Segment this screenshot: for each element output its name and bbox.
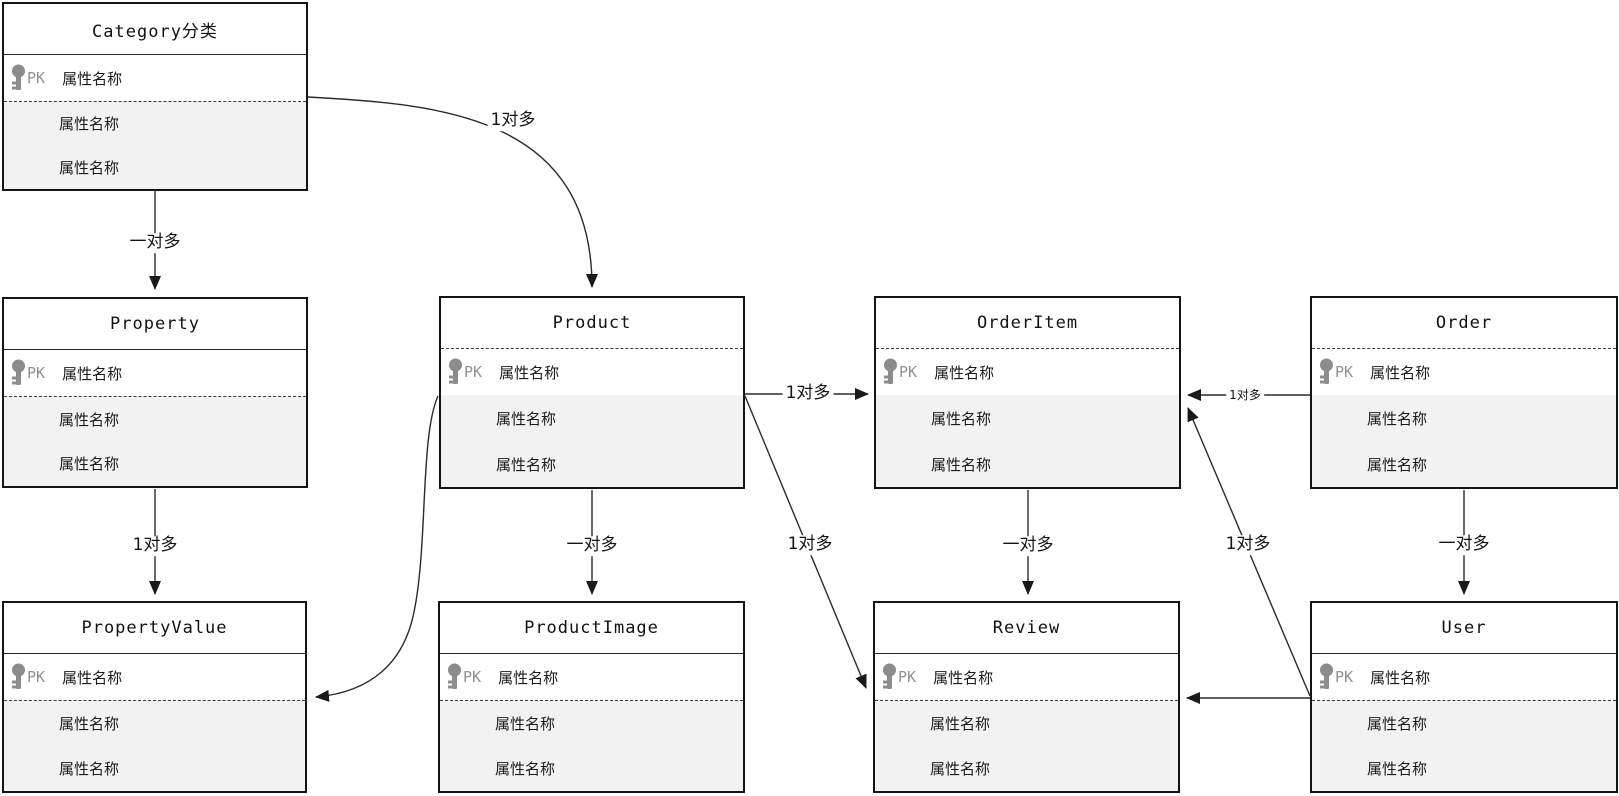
- entity-title: Property: [4, 299, 306, 350]
- attribute-rows: 属性名称 属性名称: [4, 700, 305, 791]
- attribute-rows: 属性名称 属性名称: [1312, 700, 1616, 791]
- pk-attribute-name: 属性名称: [1370, 363, 1431, 382]
- entity-review: Review PK 属性名称 属性名称 属性名称: [873, 601, 1180, 793]
- edge-label-product-review: 1对多: [784, 535, 836, 555]
- pk-label: PK: [463, 668, 482, 686]
- pk-row: PK 属性名称: [876, 349, 1179, 395]
- pk-attribute-name: 属性名称: [499, 363, 560, 382]
- pk-label: PK: [898, 668, 917, 686]
- pk-attribute-name: 属性名称: [62, 364, 123, 383]
- pk-row: PK 属性名称: [441, 349, 743, 395]
- pk-attribute-name: 属性名称: [934, 363, 995, 382]
- pk-attribute-name: 属性名称: [1370, 668, 1431, 687]
- attribute-name: 属性名称: [59, 158, 120, 177]
- primary-key-icon: [1318, 663, 1335, 691]
- primary-key-icon: [881, 663, 898, 691]
- entity-title: Category分类: [4, 4, 306, 55]
- attribute-name: 属性名称: [1367, 715, 1428, 733]
- entity-title: User: [1312, 603, 1616, 654]
- attribute-rows: 属性名称 属性名称: [1312, 395, 1616, 487]
- entity-product: Product PK 属性名称 属性名称 属性名称: [439, 296, 745, 489]
- pk-attribute-name: 属性名称: [62, 668, 123, 687]
- entity-orderitem: OrderItem PK 属性名称 属性名称 属性名称: [874, 296, 1181, 489]
- entity-title: OrderItem: [876, 298, 1179, 349]
- entity-title: Product: [441, 298, 743, 349]
- edge-label-product-orderitem: 1对多: [782, 384, 834, 404]
- attribute-name: 属性名称: [59, 715, 120, 733]
- attribute-name: 属性名称: [1367, 455, 1428, 474]
- entity-property: Property PK 属性名称 属性名称 属性名称: [2, 297, 308, 488]
- pk-label: PK: [27, 668, 46, 686]
- pk-row: PK 属性名称: [4, 55, 306, 101]
- primary-key-icon: [10, 359, 27, 387]
- primary-key-icon: [10, 64, 27, 92]
- entity-title: Order: [1312, 298, 1616, 349]
- pk-label: PK: [899, 363, 918, 381]
- attribute-name: 属性名称: [931, 409, 992, 428]
- attribute-rows: 属性名称 属性名称: [4, 396, 306, 486]
- attribute-name: 属性名称: [59, 410, 120, 429]
- attribute-rows: 属性名称 属性名称: [875, 700, 1178, 791]
- edge-label-order-user: 一对多: [1435, 535, 1493, 555]
- entity-title: ProductImage: [440, 603, 743, 654]
- pk-row: PK 属性名称: [1312, 349, 1616, 395]
- pk-label: PK: [27, 364, 46, 382]
- edge-label-category-property: 一对多: [126, 233, 184, 253]
- attribute-rows: 属性名称 属性名称: [440, 700, 743, 791]
- primary-key-icon: [10, 663, 27, 691]
- entity-order: Order PK 属性名称 属性名称 属性名称: [1310, 296, 1618, 489]
- entity-propertyvalue: PropertyValue PK 属性名称 属性名称 属性名称: [2, 601, 307, 793]
- primary-key-icon: [446, 663, 463, 691]
- edge-label-order-orderitem: 1对多: [1226, 388, 1264, 403]
- pk-label: PK: [464, 363, 483, 381]
- attribute-name: 属性名称: [496, 455, 557, 474]
- pk-attribute-name: 属性名称: [498, 668, 559, 687]
- attribute-rows: 属性名称 属性名称: [441, 395, 743, 487]
- pk-row: PK 属性名称: [1312, 654, 1616, 700]
- attribute-name: 属性名称: [1367, 409, 1428, 428]
- edge-label-user-orderitem: 1对多: [1222, 535, 1274, 555]
- attribute-name: 属性名称: [496, 409, 557, 428]
- pk-row: PK 属性名称: [4, 654, 305, 700]
- pk-attribute-name: 属性名称: [62, 69, 123, 88]
- attribute-name: 属性名称: [1367, 760, 1428, 778]
- pk-label: PK: [1335, 668, 1354, 686]
- edge-label-property-propertyvalue: 1对多: [129, 536, 181, 556]
- edge-label-category-product: 1对多: [487, 111, 539, 131]
- pk-row: PK 属性名称: [4, 350, 306, 396]
- attribute-name: 属性名称: [59, 455, 120, 474]
- edge-category-product: [307, 96, 598, 288]
- entity-productimage: ProductImage PK 属性名称 属性名称 属性名称: [438, 601, 745, 793]
- pk-row: PK 属性名称: [440, 654, 743, 700]
- entity-title: Review: [875, 603, 1178, 654]
- edge-label-orderitem-review: 一对多: [999, 536, 1057, 556]
- pk-row: PK 属性名称: [875, 654, 1178, 700]
- edge-product-propertyvalue: [315, 395, 439, 702]
- attribute-name: 属性名称: [495, 760, 556, 778]
- entity-category: Category分类 PK 属性名称 属性名称 属性名称: [2, 2, 308, 191]
- attribute-name: 属性名称: [930, 715, 991, 733]
- attribute-name: 属性名称: [931, 455, 992, 474]
- attribute-name: 属性名称: [59, 115, 120, 134]
- edge-label-product-productimage: 一对多: [563, 536, 621, 556]
- attribute-name: 属性名称: [930, 760, 991, 778]
- primary-key-icon: [882, 358, 899, 386]
- pk-attribute-name: 属性名称: [933, 668, 994, 687]
- pk-label: PK: [1335, 363, 1354, 381]
- attribute-name: 属性名称: [59, 760, 120, 778]
- attribute-name: 属性名称: [495, 715, 556, 733]
- pk-label: PK: [27, 69, 46, 87]
- primary-key-icon: [447, 358, 464, 386]
- primary-key-icon: [1318, 358, 1335, 386]
- entity-user: User PK 属性名称 属性名称 属性名称: [1310, 601, 1618, 793]
- entity-title: PropertyValue: [4, 603, 305, 654]
- attribute-rows: 属性名称 属性名称: [4, 101, 306, 189]
- attribute-rows: 属性名称 属性名称: [876, 395, 1179, 487]
